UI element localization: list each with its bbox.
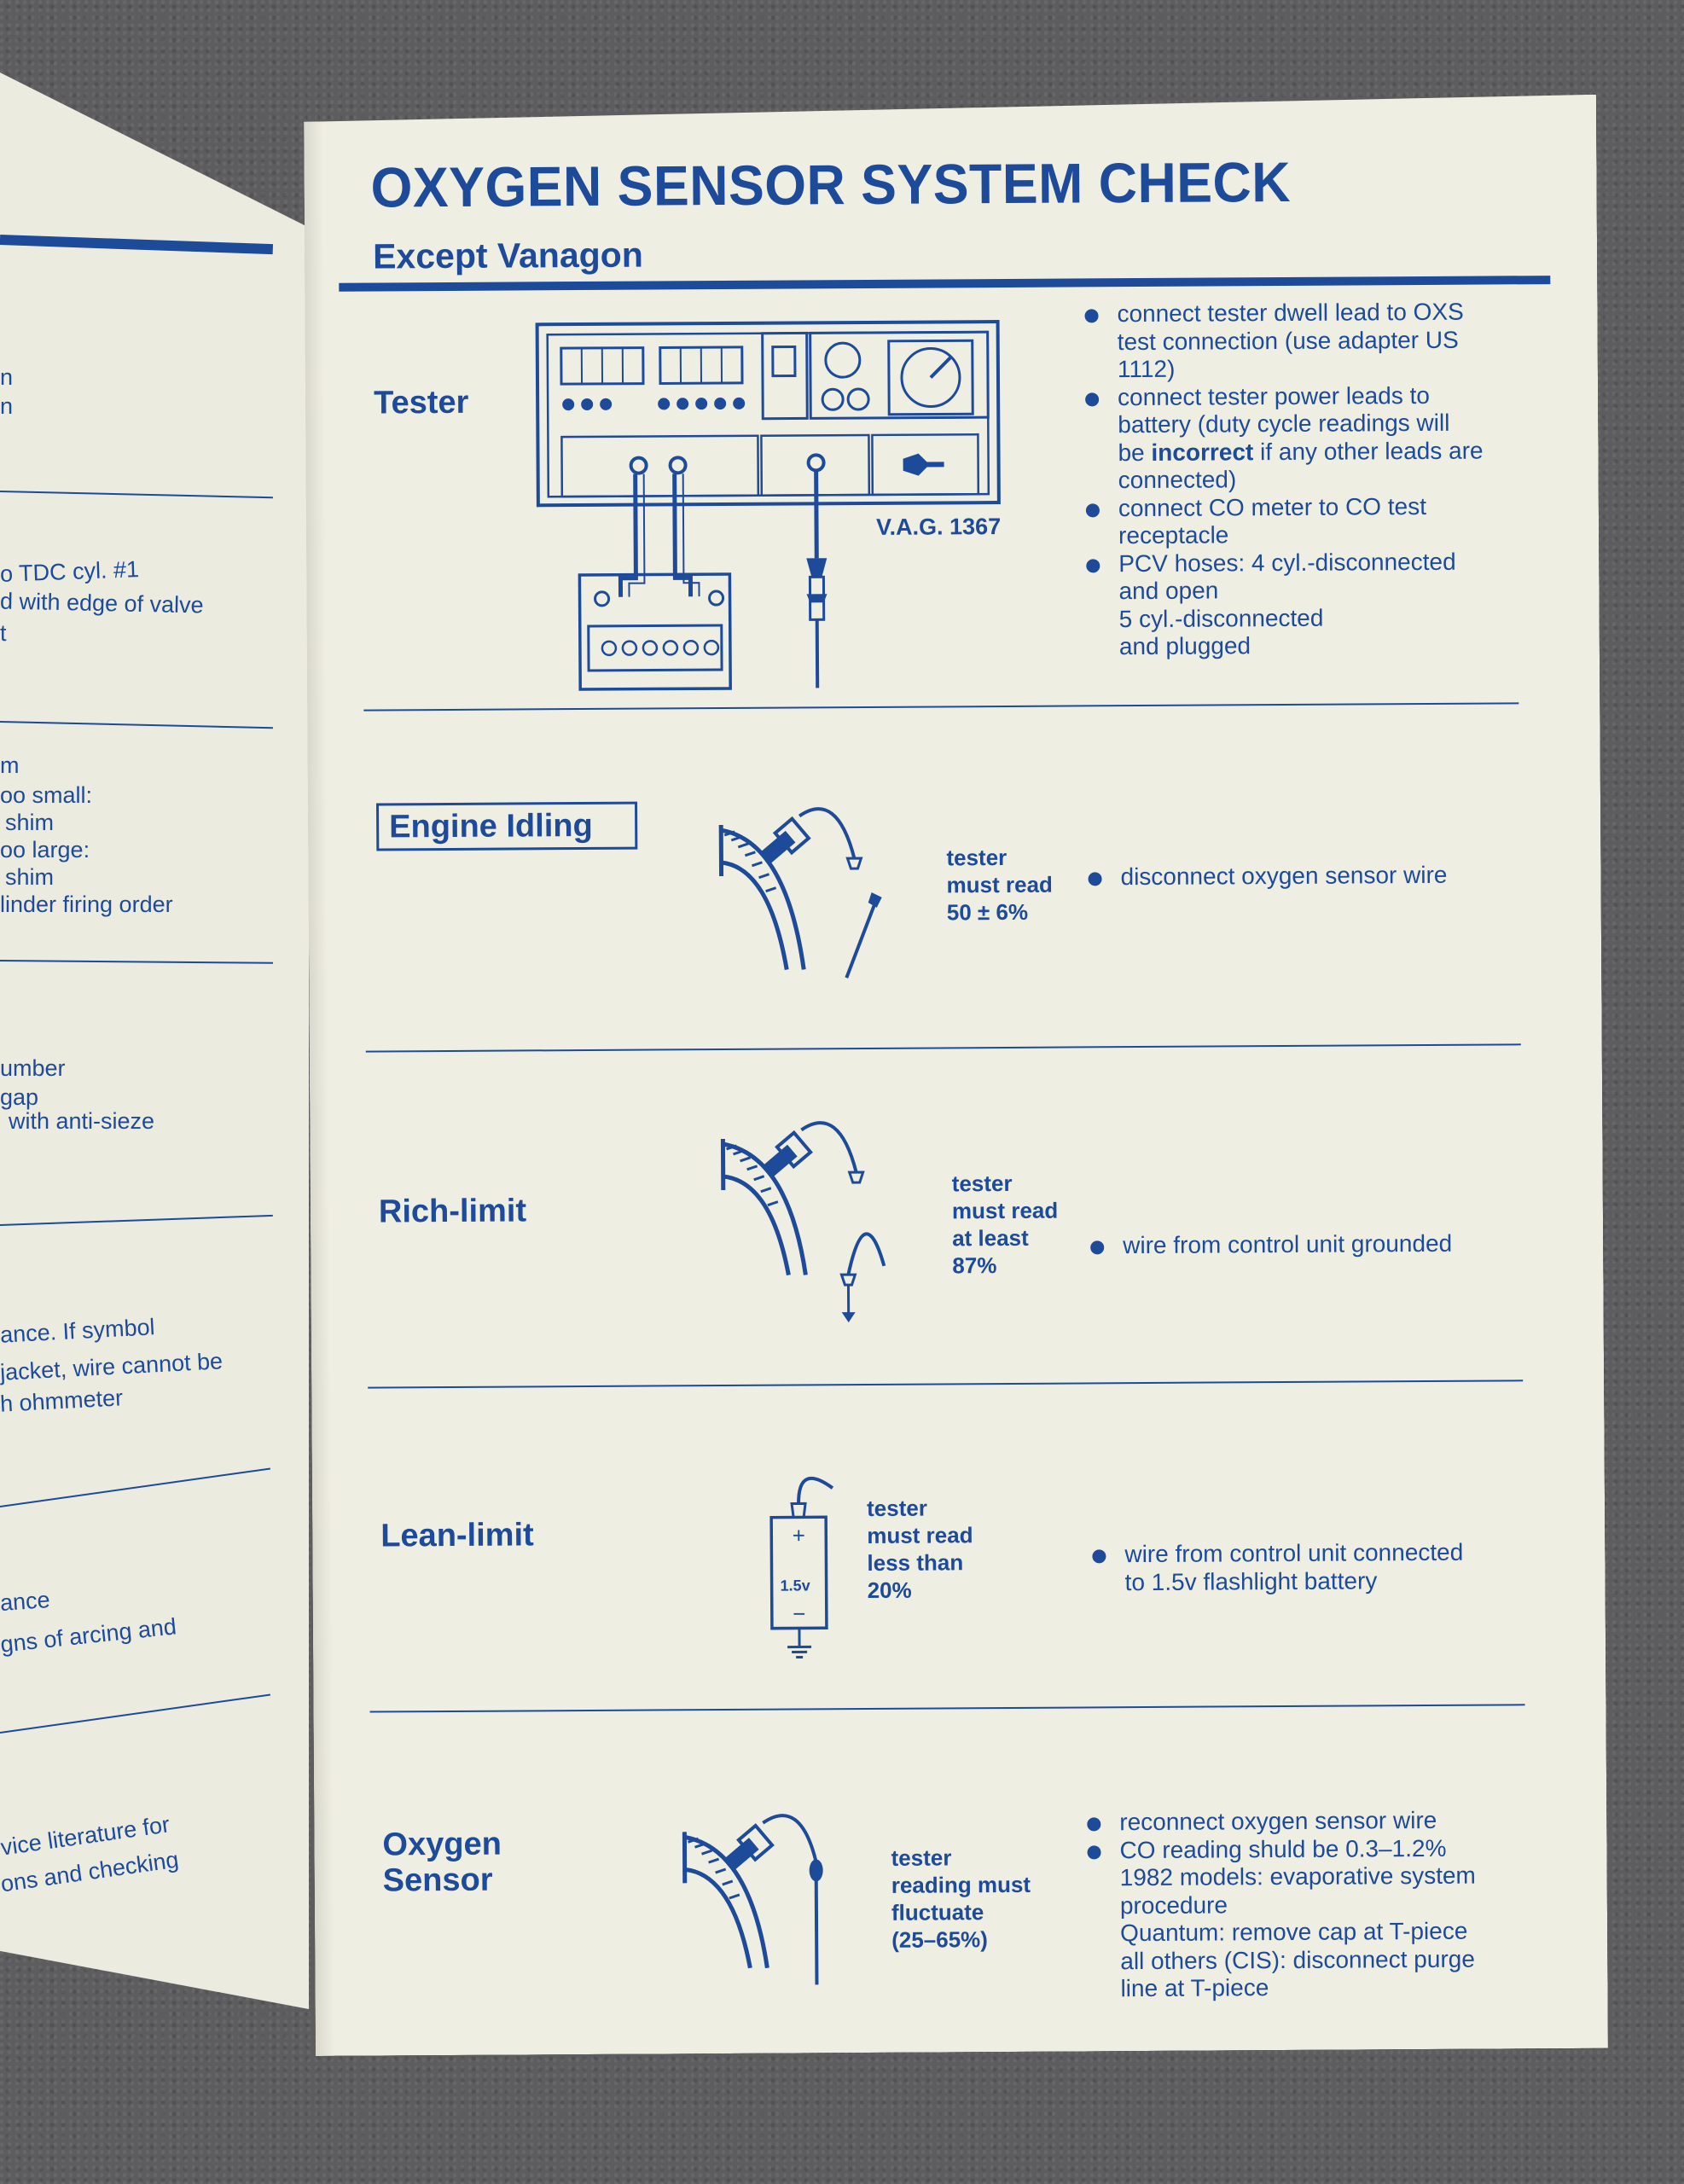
tester-diagram (536, 320, 1016, 800)
svg-text:−: − (793, 1600, 805, 1626)
bullet-text: PCV hoses: 4 cyl.-disconnected and open … (1118, 548, 1456, 660)
title-rule (339, 276, 1550, 292)
bullet-dot (1089, 872, 1102, 886)
left-text-line: with anti-sieze (9, 1108, 155, 1134)
page-subtitle: Except Vanagon (372, 235, 643, 276)
page-title: OXYGEN SENSOR SYSTEM CHECK (370, 149, 1292, 219)
bullet-text: wire from control unit connected to 1.5v… (1124, 1538, 1464, 1595)
left-text-line: linder firing order (0, 892, 173, 917)
section-label-rich-limit: Rich-limit (378, 1193, 527, 1230)
left-text-line: gap (0, 1084, 39, 1110)
idling-bullet-list: disconnect oxygen sensor wire (1086, 861, 1564, 892)
left-text-line: n (0, 364, 14, 390)
left-text-line: m (0, 752, 20, 778)
left-rule (0, 1214, 273, 1226)
idling-tester-note: tester must read 50 ± 6% (946, 844, 1053, 926)
sensor-instructions: reconnect oxygen sensor wire CO reading … (1085, 1806, 1598, 2003)
left-text-line: h ohmmeter (0, 1385, 124, 1417)
tester-bullet-list: connect tester dwell lead to OXS test co… (1083, 298, 1563, 661)
bullet-item: wire from control unit grounded (1089, 1229, 1566, 1260)
left-text-line: ance. If symbol (0, 1314, 156, 1348)
bullet-item: wire from control unit connected to 1.5v… (1090, 1538, 1568, 1596)
left-rule (0, 960, 273, 964)
lean-bullet-list: wire from control unit connected to 1.5v… (1090, 1538, 1568, 1596)
left-text-line: o TDC cyl. #1 (0, 556, 140, 587)
sensor-bullet-list: reconnect oxygen sensor wire CO reading … (1085, 1806, 1597, 1865)
tester-device-label: V.A.G. 1367 (875, 514, 1002, 540)
section-label-tester: Tester (374, 384, 469, 421)
right-page: OXYGEN SENSOR SYSTEM CHECK Except Vanago… (304, 95, 1608, 2056)
left-text-line: jacket, wire cannot be (0, 1348, 224, 1385)
bullet-item: disconnect oxygen sensor wire (1086, 861, 1564, 892)
battery-voltage-label: 1.5v (780, 1577, 810, 1594)
left-text-line: shim (5, 810, 55, 835)
section-label-lean-limit: Lean-limit (380, 1517, 534, 1554)
bullet-item: PCV hoses: 4 cyl.-disconnected and open … (1084, 547, 1563, 660)
section-divider (368, 1380, 1523, 1388)
bullet-dot (1087, 1817, 1100, 1831)
rich-tester-note: tester must read at least 87% (951, 1170, 1059, 1279)
left-rule (0, 721, 273, 729)
bullet-text: reconnect oxygen sensor wire (1119, 1806, 1437, 1836)
bullet-dot (1086, 503, 1100, 517)
left-rule (0, 1693, 271, 1734)
sensor-tester-note: tester reading must fluctuate (25–65%) (891, 1844, 1031, 1953)
oxygen-sensor-icon (719, 1121, 891, 1344)
bullet-item: connect tester power leads to battery (d… (1083, 381, 1562, 495)
battery-icon: + − (764, 1462, 868, 1659)
section-label-idling: Engine Idling (376, 802, 637, 851)
bullet-text: CO reading shuld be 0.3–1.2% (1119, 1834, 1447, 1863)
section-divider (370, 1704, 1525, 1712)
oxygen-sensor-icon (717, 807, 889, 979)
rich-bullet-list: wire from control unit grounded (1089, 1229, 1566, 1260)
bullet-emphasis: incorrect (1151, 438, 1254, 466)
left-title-rule (0, 235, 274, 255)
bullet-dot (1092, 1549, 1106, 1563)
lean-tester-note: tester must read less than 20% (866, 1495, 973, 1603)
left-text-line: t (0, 620, 7, 646)
bullet-dot (1087, 1845, 1100, 1859)
left-text-line: oo small: (0, 782, 93, 808)
left-text-line: oo large: (0, 837, 90, 863)
left-rule (0, 491, 273, 499)
left-rule (0, 1467, 271, 1507)
section-label-oxygen-sensor: Oxygen Sensor (382, 1826, 502, 1899)
bullet-text: wire from control unit grounded (1123, 1229, 1453, 1259)
bullet-text: connect tester dwell lead to OXS test co… (1117, 298, 1464, 383)
bullet-dot (1086, 559, 1100, 572)
svg-text:+: + (793, 1522, 805, 1548)
left-text-line: d with edge of valve (0, 588, 204, 619)
bullet-text: disconnect oxygen sensor wire (1120, 861, 1448, 891)
left-text-line: ance (0, 1586, 51, 1617)
bullet-dot (1090, 1240, 1104, 1254)
bullet-item: CO reading shuld be 0.3–1.2% (1085, 1833, 1597, 1864)
bullet-dot (1085, 392, 1099, 406)
oxygen-sensor-icon (681, 1814, 852, 2002)
bullet-item: connect CO meter to CO test receptacle (1084, 491, 1562, 549)
left-text-line: gns of arcing and (0, 1613, 178, 1658)
sensor-procedure-text: 1982 models: evaporative system procedur… (1119, 1862, 1476, 2002)
bullet-text: connect CO meter to CO test receptacle (1118, 492, 1427, 549)
bullet-dot (1084, 309, 1098, 322)
bullet-item: reconnect oxygen sensor wire (1085, 1806, 1597, 1837)
left-text-line: shim (5, 864, 55, 890)
left-text-line: umber (0, 1055, 66, 1081)
bullet-item: connect tester dwell lead to OXS test co… (1083, 298, 1561, 384)
left-text-line: n (0, 393, 14, 419)
section-divider (366, 1043, 1521, 1052)
left-page: n n o TDC cyl. #1 d with edge of valve t… (0, 73, 309, 2009)
